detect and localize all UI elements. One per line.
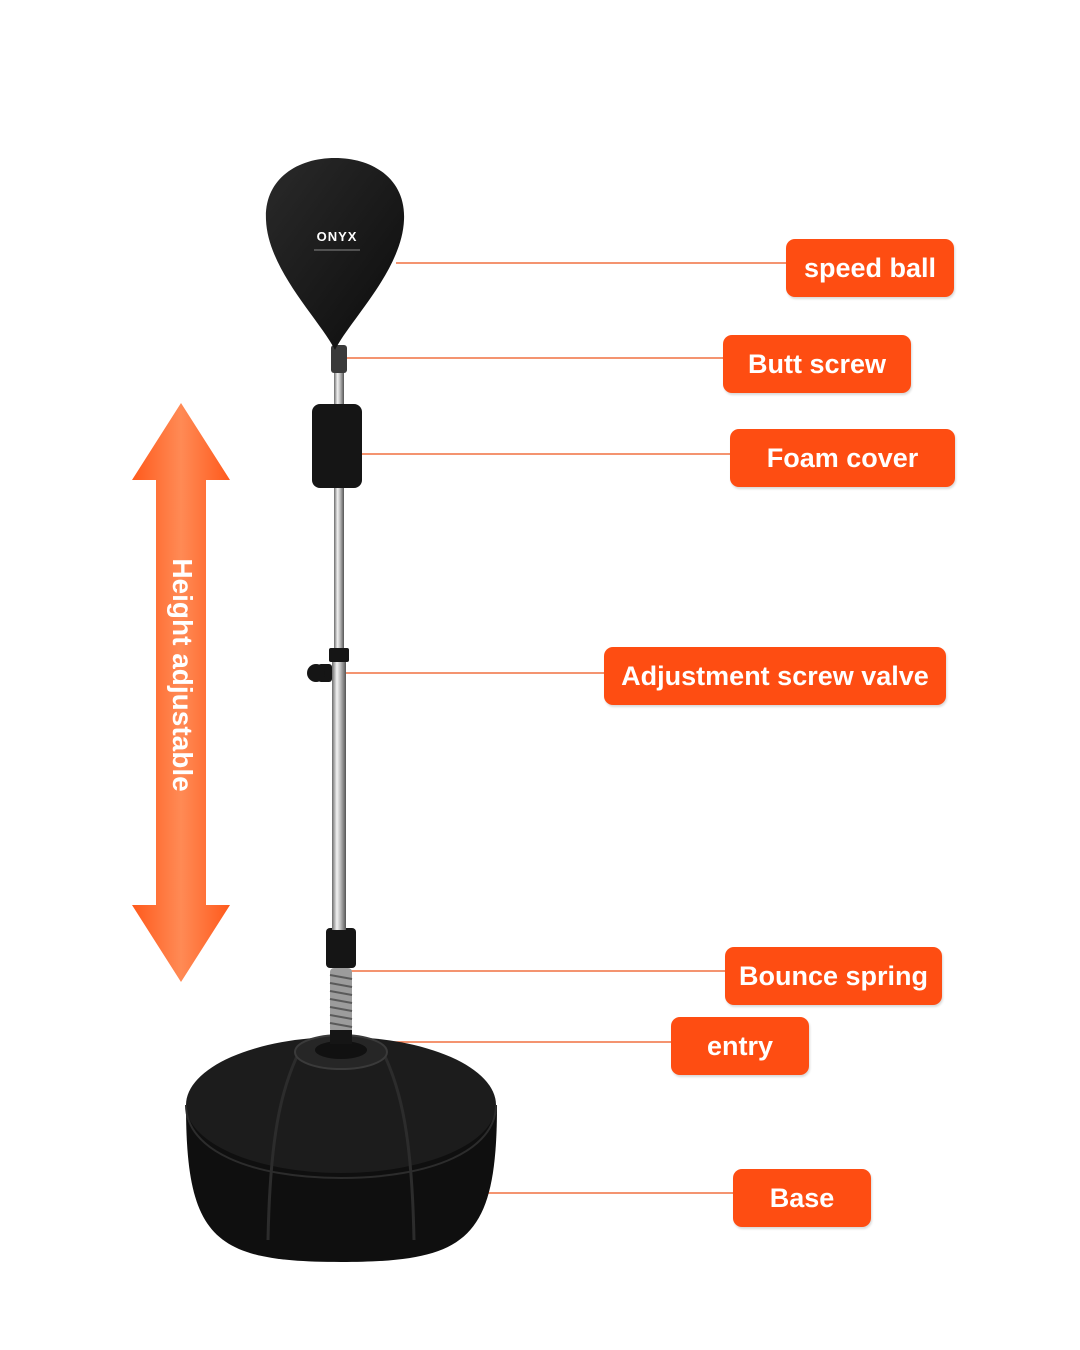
lower-pole (332, 655, 346, 930)
height-arrow-shape (132, 403, 230, 982)
foam-cover-shape (312, 404, 362, 488)
upper-pole (334, 360, 344, 660)
label-bounce-spring: Bounce spring (725, 947, 942, 1005)
label-base: Base (733, 1169, 871, 1227)
adjustment-valve-shape (307, 648, 349, 682)
bounce-spring-shape (329, 968, 353, 1044)
spring-collar (326, 928, 356, 968)
butt-screw-shape (331, 345, 347, 373)
label-entry: entry (671, 1017, 809, 1075)
label-adjustment-screw-valve: Adjustment screw valve (604, 647, 946, 705)
label-foam-cover: Foam cover (730, 429, 955, 487)
speed-ball-shape (265, 158, 405, 350)
brand-logo: ONYX (316, 229, 358, 244)
height-adjustable-label: Height adjustable (167, 558, 198, 792)
label-speed-ball: speed ball (786, 239, 954, 297)
label-butt-screw: Butt screw (723, 335, 911, 393)
leader-lines (324, 262, 786, 1194)
base-unit (185, 1034, 497, 1262)
